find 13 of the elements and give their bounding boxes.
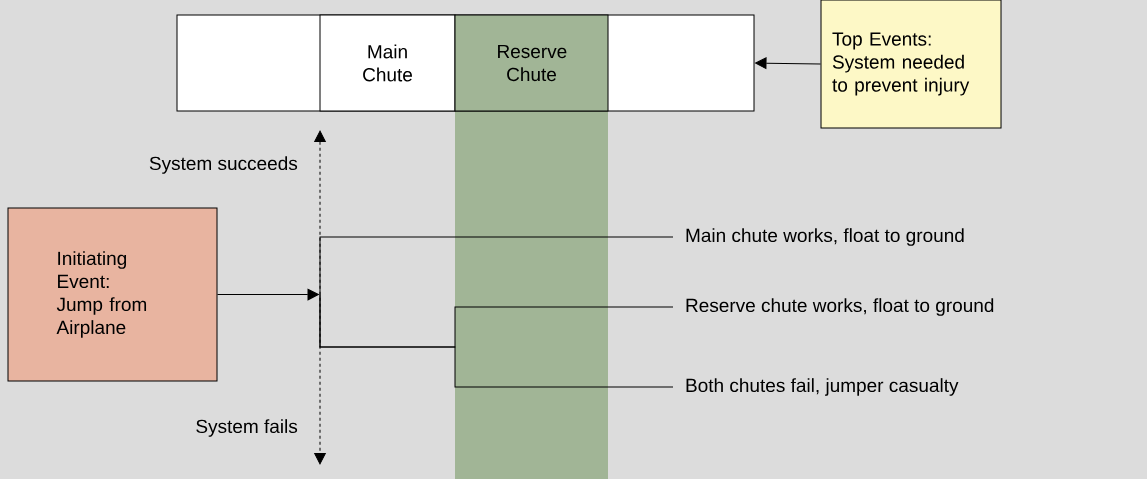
header-cell: Main Chute	[319, 14, 456, 112]
arrow	[217, 288, 319, 301]
axis-label: System succeeds	[149, 156, 298, 174]
outcome-text: Both chutes fail, jumper casualty	[686, 378, 959, 396]
arrow	[755, 57, 821, 69]
header-cell: Reserve Chute	[454, 14, 609, 112]
branch-line	[319, 294, 674, 388]
outcome-text: Reserve chute works, float to ground	[686, 298, 994, 316]
axis-label: System fails	[196, 419, 298, 437]
outcome-text: Main chute works, float to ground	[686, 228, 964, 246]
event-box: Initiating Event: Jump from Airplane	[7, 207, 218, 382]
branch-line	[319, 236, 674, 295]
event-box: Top Events: System needed to prevent injury	[820, 0, 1002, 129]
